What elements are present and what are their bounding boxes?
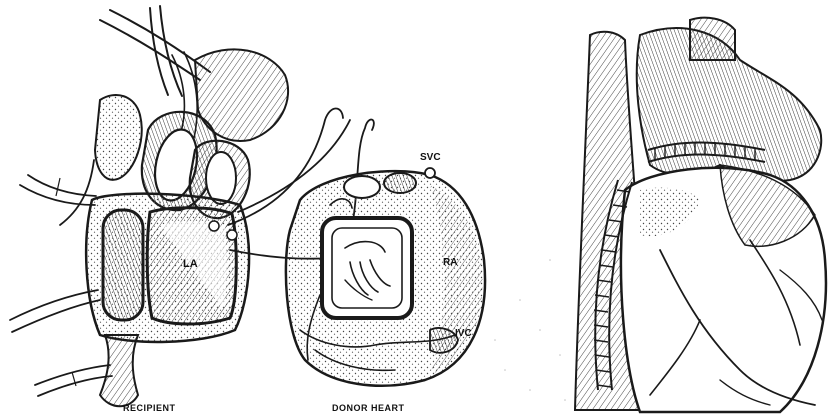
caption-recipient: RECIPIENT (123, 403, 176, 413)
completed-transplant (575, 18, 826, 412)
caption-donor-heart: DONOR HEART (332, 403, 405, 413)
scan-noise (494, 259, 566, 401)
label-svc: SVC (420, 152, 441, 163)
label-ivc: IVC (455, 328, 472, 339)
donor-heart: SVC RA IVC DONOR HEART (286, 152, 485, 413)
label-ra: RA (443, 257, 457, 268)
recipient-panel: LA RECIPIENT (10, 6, 288, 413)
label-la: LA (183, 258, 198, 270)
recipient-atrial-cuff (86, 194, 249, 407)
